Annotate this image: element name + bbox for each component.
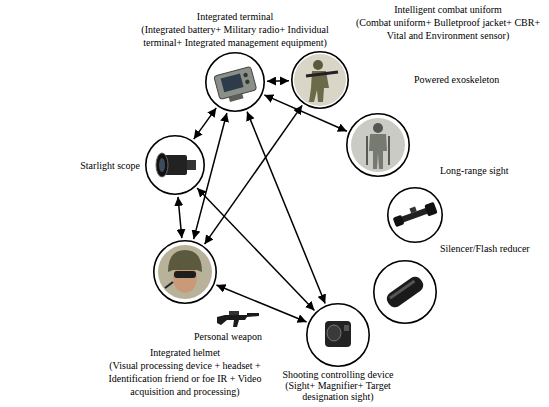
- node-label: Shooting controlling device(Sight+ Magni…: [270, 369, 406, 402]
- connector-arrow: [247, 112, 325, 304]
- component-name: Integrated helmet: [95, 346, 275, 359]
- picture-part: [424, 202, 438, 217]
- picture-part: [174, 271, 196, 278]
- picture-part: [313, 60, 323, 70]
- picture-part: [168, 250, 202, 272]
- circle-outline: [387, 187, 443, 243]
- component-parts: (Combat uniform+ Bulletproof jacket+ CBR…: [350, 16, 546, 42]
- picture-part: [373, 123, 383, 133]
- connector-arrow: [267, 80, 289, 82]
- circle-border: [206, 53, 264, 111]
- component-circle: Integrated terminal(Integrated battery+ …: [205, 52, 265, 112]
- circle-border: [292, 52, 348, 108]
- component-circle: Powered exoskeleton: [346, 113, 410, 177]
- node-label: Long-range sight: [440, 164, 545, 177]
- picture-part: [367, 136, 389, 165]
- circle-outline: [205, 52, 265, 112]
- node-label: Powered exoskeleton: [414, 73, 526, 86]
- picture-part: [214, 66, 257, 99]
- picture-part: [294, 54, 346, 106]
- component-parts: (Integrated battery+ Military radio+ Ind…: [125, 23, 345, 49]
- circle-outline: [145, 135, 205, 195]
- picture-part: [306, 72, 338, 76]
- component-circle: Intelligent combat uniform(Combat unifor…: [291, 51, 349, 109]
- picture-part: [384, 274, 426, 310]
- picture-part: [229, 94, 244, 102]
- picture-part: [389, 280, 415, 300]
- circle-outline: [373, 260, 437, 324]
- picture-part: [221, 73, 244, 92]
- circle-outline: [306, 303, 370, 367]
- node-label: Integrated terminal(Integrated battery+ …: [125, 10, 345, 49]
- node-label: Integrated helmet(Visual processing devi…: [95, 346, 275, 398]
- rifle-picture: [217, 311, 259, 327]
- component-item: Personal weapon: [194, 331, 262, 342]
- picture-part: [327, 325, 341, 341]
- component-name: Silencer/Flash reducer: [440, 242, 547, 255]
- circle-border: [347, 114, 409, 176]
- component-name: Personal weapon: [194, 331, 262, 342]
- picture-part: [393, 215, 405, 227]
- component-name: Integrated terminal: [125, 10, 345, 23]
- node-label: Intelligent combat uniform(Combat unifor…: [350, 3, 546, 42]
- component-circle: Starlight scope: [145, 135, 205, 195]
- circle-border: [374, 261, 436, 323]
- connector-arrow: [216, 285, 306, 322]
- node-label: Starlight scope: [48, 159, 140, 172]
- exoskeleton-picture: [351, 118, 405, 172]
- component-circle: Long-range sight: [387, 187, 443, 243]
- picture-part: [229, 311, 239, 315]
- picture-part: [245, 79, 250, 84]
- picture-part: [217, 313, 259, 327]
- picture-part: [325, 321, 351, 347]
- circle-outline: [346, 113, 410, 177]
- component-circle: Shooting controlling device(Sight+ Magni…: [306, 303, 370, 367]
- component-circle: Integrated helmet(Visual processing devi…: [153, 240, 217, 304]
- picture-part: [369, 134, 387, 169]
- circle-outline: [291, 51, 349, 109]
- picture-part: [156, 153, 168, 177]
- circle-border: [388, 188, 442, 242]
- component-name: Starlight scope: [48, 159, 140, 172]
- terminal-picture: [214, 66, 258, 104]
- starlight-scope-picture: [156, 153, 196, 177]
- connector-arrow: [178, 197, 182, 238]
- component-parts: (Sight+ Magnifier+ Target designation si…: [270, 380, 406, 402]
- picture-part: [165, 282, 173, 288]
- component-name: Powered exoskeleton: [414, 73, 526, 86]
- picture-part: [409, 206, 416, 213]
- uniform-picture: [294, 54, 346, 106]
- circle-border: [307, 304, 369, 366]
- long-range-sight-picture: [392, 200, 438, 228]
- component-name: Long-range sight: [440, 164, 545, 177]
- picture-part: [187, 160, 196, 170]
- component-name: Shooting controlling device: [270, 369, 406, 380]
- silencer-picture: [384, 274, 426, 310]
- shooting-device-picture: [325, 321, 351, 347]
- picture-part: [344, 325, 349, 331]
- component-parts: (Visual processing device + headset + Id…: [95, 359, 275, 398]
- connector-arrow: [194, 108, 217, 139]
- circle-outline: [153, 240, 217, 304]
- picture-part: [351, 118, 405, 172]
- picture-part: [158, 245, 212, 299]
- connector-arrow: [205, 105, 303, 244]
- component-name: Intelligent combat uniform: [350, 3, 546, 16]
- picture-part: [243, 72, 248, 77]
- helmet-picture: [158, 245, 212, 299]
- connector-arrow: [264, 95, 347, 131]
- circle-border: [146, 136, 204, 194]
- connector-arrow: [197, 188, 314, 310]
- component-circle: Silencer/Flash reducer: [373, 260, 437, 324]
- node-label: Silencer/Flash reducer: [440, 242, 547, 255]
- picture-part: [159, 158, 165, 172]
- circle-border: [154, 241, 216, 303]
